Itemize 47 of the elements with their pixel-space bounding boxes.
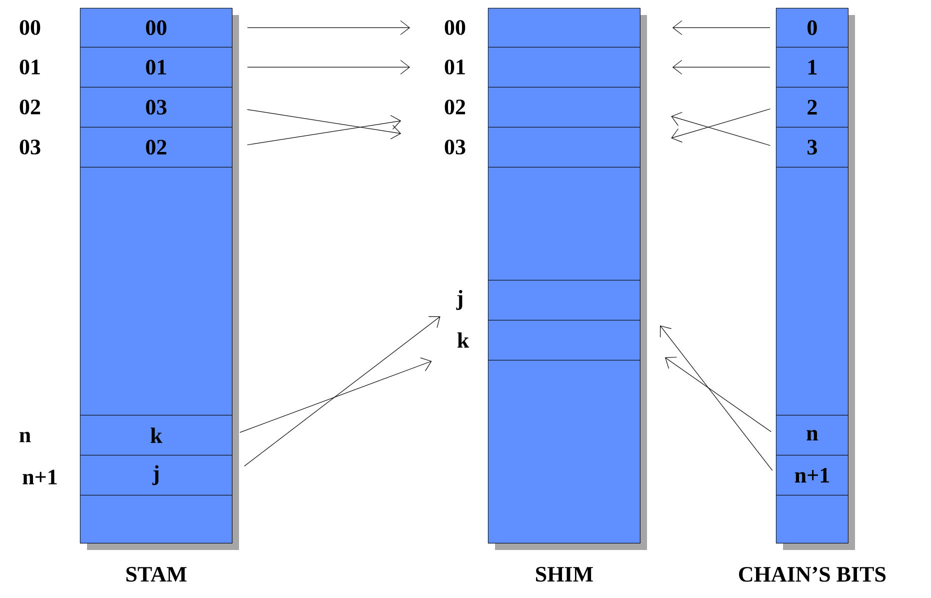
arrow [246, 109, 402, 140]
arrow [664, 356, 772, 432]
empty-cell [488, 8, 640, 48]
empty-cell [80, 495, 232, 544]
cell: 02 [80, 127, 232, 168]
empty-cell [488, 320, 640, 360]
node-label: CHAIN’S BITS [739, 566, 886, 582]
arrow [660, 326, 773, 471]
cell: 2 [776, 87, 848, 128]
column-bar: SHIM [488, 8, 647, 582]
arrow [246, 115, 402, 146]
arrow [240, 358, 432, 433]
row-label: n [19, 432, 31, 442]
empty-cell [488, 167, 640, 280]
arrow [247, 20, 410, 35]
row-label: 01 [444, 60, 465, 74]
cell: 0 [776, 8, 848, 48]
cell: 3 [776, 127, 848, 168]
empty-cell [776, 495, 848, 544]
cell: 1 [776, 47, 848, 88]
cell: k [80, 415, 232, 456]
row-label: n+1 [22, 470, 57, 484]
empty-cell [488, 280, 640, 320]
row-label: k [457, 332, 470, 348]
arrow [672, 60, 770, 74]
cell: 03 [80, 87, 232, 128]
empty-cell [488, 87, 640, 128]
row-label: 03 [444, 140, 466, 154]
row-label: 02 [444, 100, 466, 114]
row-label: 02 [20, 100, 40, 114]
node-label: SHIM [536, 566, 593, 582]
arrow [672, 20, 770, 35]
cell: n [776, 415, 848, 456]
cell: 00 [80, 8, 232, 48]
empty-cell [488, 47, 640, 88]
row-label: 03 [20, 140, 40, 154]
arrow [244, 316, 440, 466]
cell: n+1 [776, 455, 848, 496]
cell: 01 [80, 47, 232, 88]
row-label: 00 [20, 20, 40, 35]
row-label: 01 [20, 60, 40, 74]
empty-cell [488, 127, 640, 168]
cell: j [80, 455, 232, 496]
row-label: j [456, 290, 462, 310]
row-label: 00 [444, 20, 466, 35]
arrow [247, 60, 410, 74]
node-label: STAM [126, 566, 187, 582]
